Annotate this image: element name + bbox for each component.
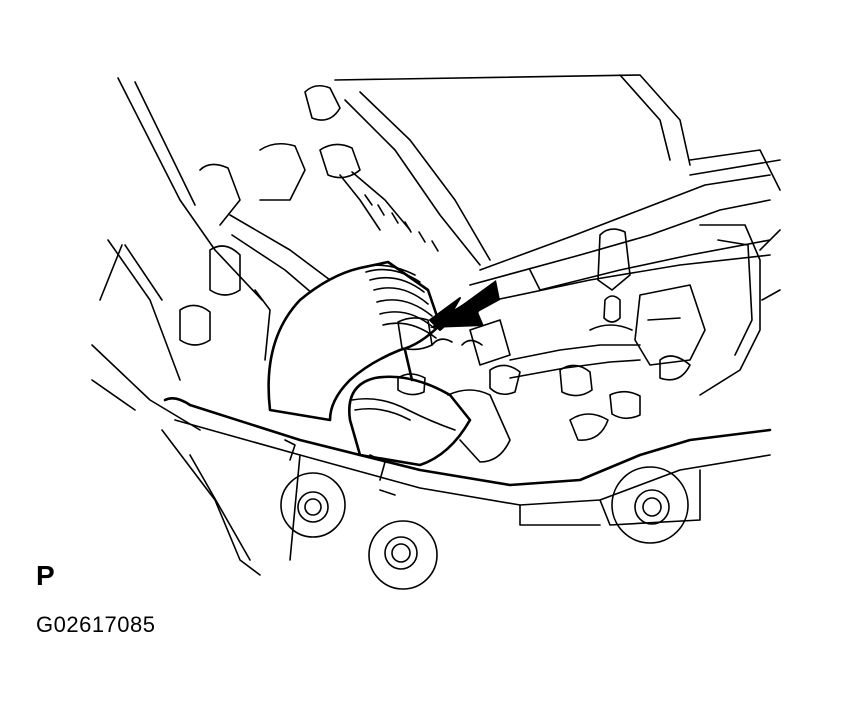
cylinder-head-cover <box>304 74 781 301</box>
intake-hose <box>267 260 442 422</box>
figure-code: G02617085 <box>36 612 156 637</box>
pointer-arrow-icon <box>429 280 500 331</box>
coil-rail <box>179 142 439 361</box>
fender-outline <box>91 77 263 576</box>
lower-hose-body <box>347 319 641 467</box>
mount-holes <box>280 466 689 590</box>
hose-clamp <box>397 317 453 396</box>
throttle-body-area <box>509 224 781 396</box>
corner-letter: P <box>36 560 55 591</box>
radiator-support <box>163 397 772 561</box>
